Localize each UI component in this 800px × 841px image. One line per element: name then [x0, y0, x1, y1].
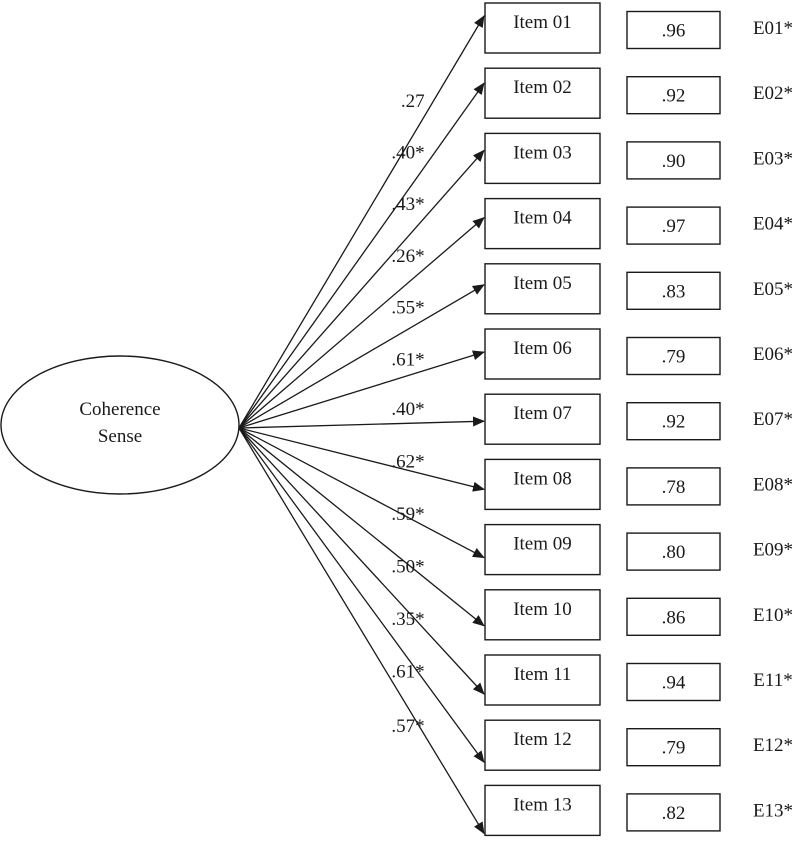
residual-value-12: .79 — [662, 738, 686, 759]
loading-arrow-12 — [238, 427, 485, 764]
residual-value-09: .80 — [662, 542, 686, 563]
error-term-06: E06* — [753, 344, 793, 365]
latent-label-line1: Coherence — [79, 399, 160, 420]
error-term-01: E01* — [753, 18, 793, 39]
loading-arrow-02 — [238, 82, 485, 429]
residual-box-08 — [626, 467, 721, 506]
item-label-05: Item 05 — [513, 273, 572, 294]
item-box-01 — [484, 2, 601, 54]
latent-ellipse — [0, 355, 240, 495]
error-term-05: E05* — [753, 279, 793, 300]
item-box-09 — [484, 523, 601, 576]
loading-arrow-03 — [238, 149, 485, 429]
residual-box-02 — [626, 75, 721, 115]
residual-value-08: .78 — [662, 477, 686, 498]
residual-value-06: .79 — [662, 347, 686, 368]
residual-value-13: .82 — [662, 803, 686, 824]
residual-value-07: .92 — [662, 412, 686, 433]
item-label-07: Item 07 — [513, 403, 572, 424]
factor-loading-paths: .27 .40* .43* .26* .55* .61* .40* .62* .59* .50*.… — [238, 15, 485, 835]
loading-label-07: .40* — [391, 399, 424, 420]
latent-factor: Coherence Sense — [0, 355, 240, 495]
loading-arrow-07 — [238, 416, 485, 429]
error-term-10: E10* — [753, 605, 793, 626]
item-label-06: Item 06 — [513, 338, 572, 359]
residual-box-12 — [626, 728, 721, 767]
item-box-07 — [484, 393, 601, 445]
latent-label-line2: Sense — [98, 426, 142, 447]
error-term-07: E07* — [753, 409, 793, 430]
residual-box-04 — [626, 206, 721, 245]
item-box-10 — [484, 589, 601, 641]
item-label-12: Item 12 — [513, 729, 572, 750]
loading-arrow-09 — [238, 427, 485, 559]
loading-arrow-13 — [238, 427, 485, 835]
item-box-11 — [484, 654, 601, 706]
loading-arrow-10 — [238, 427, 485, 627]
loading-label-09: .59* — [391, 504, 424, 525]
loading-arrow-06 — [238, 350, 485, 429]
loading-label-04: .26* — [391, 246, 424, 267]
item-box-08 — [484, 458, 601, 511]
loading-label-10: .50* — [391, 556, 424, 577]
item-label-03: Item 03 — [513, 142, 572, 163]
residual-box-11 — [626, 662, 721, 702]
loading-label-02: .40* — [391, 143, 424, 164]
residual-box-07 — [626, 402, 721, 441]
item-box-04 — [484, 197, 601, 250]
item-label-13: Item 13 — [513, 794, 572, 815]
residual-value-04: .97 — [662, 216, 686, 237]
loading-label-13: .57* — [391, 716, 424, 737]
item-label-04: Item 04 — [513, 208, 572, 229]
loading-label-12: .61* — [391, 661, 424, 682]
error-term-04: E04* — [753, 214, 793, 235]
item-label-08: Item 08 — [513, 468, 572, 489]
residual-box-09 — [626, 532, 721, 571]
residual-value-05: .83 — [662, 281, 686, 302]
item-box-05 — [484, 263, 601, 315]
loading-arrow-01 — [238, 15, 485, 429]
item-label-11: Item 11 — [514, 664, 572, 685]
error-term-08: E08* — [753, 474, 793, 495]
residual-value-01: .96 — [662, 21, 686, 42]
error-term-13: E13* — [753, 800, 793, 821]
error-term-02: E02* — [753, 83, 793, 104]
item-box-13 — [484, 784, 601, 837]
loading-arrow-05 — [238, 284, 485, 429]
residual-box-01 — [626, 10, 721, 50]
item-box-06 — [484, 328, 601, 380]
loading-label-08: .62* — [391, 451, 424, 472]
residual-value-03: .90 — [662, 151, 686, 172]
loading-label-05: .55* — [391, 298, 424, 319]
item-label-10: Item 10 — [513, 599, 572, 620]
error-term-03: E03* — [753, 148, 793, 169]
item-label-02: Item 02 — [513, 77, 572, 98]
item-label-01: Item 01 — [513, 12, 572, 33]
loading-label-01: .27 — [401, 91, 425, 112]
loading-label-11: .35* — [391, 609, 424, 630]
item-box-03 — [484, 132, 601, 185]
item-box-02 — [484, 67, 601, 119]
loading-arrow-11 — [238, 427, 485, 695]
item-label-09: Item 09 — [513, 534, 572, 555]
loading-arrow-08 — [238, 427, 485, 492]
residual-box-10 — [626, 597, 721, 636]
error-term-09: E09* — [753, 540, 793, 561]
error-term-12: E12* — [753, 735, 793, 756]
loading-label-03: .43* — [391, 194, 424, 215]
residual-box-06 — [626, 336, 721, 376]
residual-box-13 — [626, 793, 721, 832]
item-box-12 — [484, 719, 601, 771]
residual-box-03 — [626, 141, 721, 180]
residual-value-10: .86 — [662, 607, 686, 628]
loading-label-06: .61* — [391, 349, 424, 370]
loading-arrow-04 — [238, 216, 485, 429]
residual-value-02: .92 — [662, 86, 686, 107]
residual-box-05 — [626, 271, 721, 310]
error-term-11: E11* — [753, 670, 792, 691]
residual-value-11: .94 — [662, 673, 686, 694]
